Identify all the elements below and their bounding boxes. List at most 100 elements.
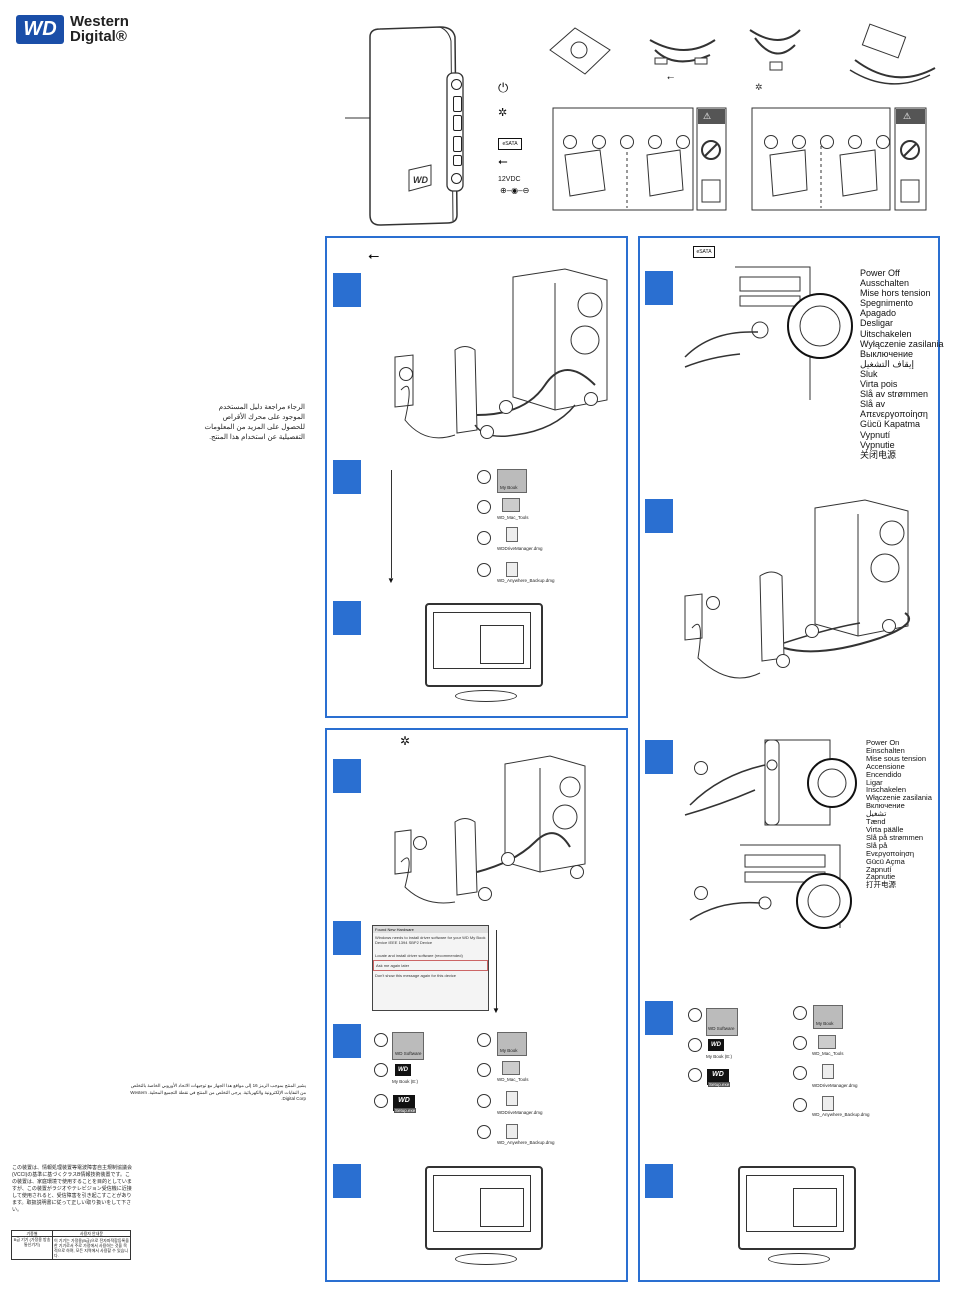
arabic-legal-text: يشير المنتج بموجب الرمز 16 إلى مواقع هذا… (130, 1083, 306, 1101)
plug-option-1 (563, 135, 577, 149)
korean-col2: 사용자 안내문 (79, 1231, 104, 1236)
plug-option-7 (792, 135, 806, 149)
firewire-connect-illustration (365, 752, 615, 912)
setup-exe-wd-icon-esata[interactable]: WD (707, 1069, 729, 1085)
my-book-e-wd-icon-esata[interactable]: WD (708, 1039, 724, 1051)
wd-mac-tools-folder-icon-esata[interactable] (818, 1035, 836, 1049)
esata-step-4-item-1 (688, 1008, 702, 1022)
esata-connect-illustration (680, 498, 930, 688)
wd-anywhere-label-esata: WD_Anywhere_Backup.dmg (812, 1112, 870, 1117)
plug-option-3 (620, 135, 634, 149)
wd-drive-manager-label-fw: WDDriveManager.dmg (497, 1110, 543, 1115)
wd-anywhere-file-icon-fw[interactable] (506, 1124, 518, 1139)
my-book-drive-icon-fw[interactable] (497, 1032, 527, 1056)
power-off-item: Mise hors tension (860, 288, 931, 299)
power-on-item: Slå på (866, 840, 888, 850)
power-off-item: Virta pois (860, 379, 898, 390)
usb-step-2-arrow-head: ▼ (387, 576, 395, 585)
firewire-header-icon: ✲ (400, 734, 411, 748)
dialog-option-1[interactable]: Locate and install driver software (reco… (375, 953, 463, 958)
esata-step-4-item-2 (688, 1038, 702, 1052)
firewire-cable-icon: ✲ (755, 82, 763, 92)
dialog-heading: Windows needs to install driver software… (375, 935, 486, 945)
esata-step-5-stand (768, 1253, 830, 1265)
firewire-step-3-item-6 (477, 1094, 491, 1108)
firewire-step-1-callout-1 (413, 836, 427, 850)
korean-row-label: B급 기기 (가정용 방송통신기기) (12, 1237, 53, 1259)
wd-anywhere-file-icon-esata[interactable] (822, 1096, 834, 1111)
wd-drive-manager-file-icon-esata[interactable] (822, 1064, 834, 1079)
usb-step-1-callout-1 (399, 367, 413, 381)
my-book-e-label-esata: My Book (E:) (706, 1054, 733, 1059)
usb-step-3-stand (455, 690, 517, 702)
wd-software-icon[interactable] (392, 1032, 424, 1060)
power-button-port (451, 79, 462, 90)
usb-step-2-item-3 (477, 531, 491, 545)
usb-step-1-callout-2 (499, 400, 513, 414)
power-off-item: Выключение (860, 348, 914, 359)
setup-exe-wd-icon[interactable]: WD (393, 1095, 415, 1111)
esata-step-4-item-7 (793, 1098, 807, 1112)
power-on-item: Accensione (866, 761, 905, 771)
esata-step-3-callout-2 (694, 886, 708, 900)
usb-step-1-callout-4 (480, 425, 494, 439)
firewire-step-3-item-2 (374, 1063, 388, 1077)
power-on-item: Zapnutie (866, 872, 896, 882)
wd-software-icon-esata[interactable] (706, 1008, 738, 1036)
power-off-item: Wyłączenie zasilania (860, 338, 944, 349)
firewire-step-2-arrow (496, 930, 497, 1010)
firewire-step-3-item-5 (477, 1063, 491, 1077)
power-off-item: Spegnimento (860, 298, 914, 309)
my-book-e-label: My Book (E:) (392, 1079, 419, 1084)
wd-mac-tools-folder-icon[interactable] (502, 498, 520, 512)
korean-compliance-table: 기종별 사용자 안내문 B급 기기 (가정용 방송통신기기) 이 기기는 가정용… (11, 1230, 131, 1260)
firewire-step-1-callout-4 (478, 887, 492, 901)
usb-step-3-screen (433, 612, 531, 669)
power-off-item: Vypnutie (860, 439, 895, 450)
power-on-item: Slå på strømmen (866, 832, 924, 842)
usb-header-icon: ⭠ (368, 247, 380, 263)
esata-step-2-callout-2 (805, 624, 819, 638)
power-off-item: 关闭电源 (860, 449, 897, 460)
my-book-drive-icon[interactable] (497, 469, 527, 493)
plug-option-10 (876, 135, 890, 149)
power-on-item: Включение (866, 801, 905, 811)
dialog-option-2[interactable]: Ask me again later (373, 960, 488, 971)
esata-step-5-marker (645, 1164, 673, 1198)
power-on-item: Mise sous tension (866, 753, 927, 763)
esata-setup-panel (638, 236, 940, 1282)
esata-step-4-marker (645, 1001, 673, 1035)
usb-step-1-marker (333, 273, 361, 307)
esata-connect-drawing (684, 499, 911, 679)
my-book-e-wd-icon[interactable]: WD (395, 1064, 411, 1076)
power-on-drawing (684, 739, 857, 929)
power-off-item: Slå av (860, 399, 886, 410)
power-on-item: Ενεργοποίηση (866, 848, 915, 858)
firewire-step-1-callout-2 (501, 852, 515, 866)
plug-option-6 (764, 135, 778, 149)
usb-step-2-item-4 (477, 563, 491, 577)
firewire-step-1-callout-3 (570, 865, 584, 879)
wd-mac-tools-label-fw: WD_Mac_Tools (497, 1077, 529, 1082)
esata-step-1-marker (645, 271, 673, 305)
wd-drive-manager-file-icon-fw[interactable] (506, 1091, 518, 1106)
warning-icon-right: ⚠ (903, 111, 912, 121)
dialog-option-3[interactable]: Don't show this message again for this d… (375, 973, 457, 978)
wd-mac-tools-folder-icon-fw[interactable] (502, 1061, 520, 1075)
plug-option-2 (592, 135, 606, 149)
wd-drive-manager-label-esata: WDDriveManager.dmg (812, 1083, 858, 1088)
esata-header-icon: eSATA (693, 246, 715, 258)
wd-mac-tools-label: WD_Mac_Tools (497, 515, 529, 520)
wd-anywhere-file-icon[interactable] (506, 562, 518, 577)
esata-step-5-window (793, 1188, 837, 1227)
dc-polarity-icon: ⊕–◉–⊖ (500, 186, 530, 195)
plug-option-9 (848, 135, 862, 149)
my-book-label-fw: My Book (500, 1048, 518, 1053)
my-book-drive-icon-esata[interactable] (813, 1005, 843, 1029)
firewire-icon: ✲ (498, 107, 508, 119)
dialog-title-bar: Found New Hardware (373, 926, 488, 933)
power-on-item: Power On (866, 738, 900, 747)
wd-drive-manager-file-icon[interactable] (506, 527, 518, 542)
japanese-vcci-notice: この装置は、情報処理装置等電波障害自主規制協議会(VCCI)の基準に基づくクラス… (12, 1165, 133, 1213)
